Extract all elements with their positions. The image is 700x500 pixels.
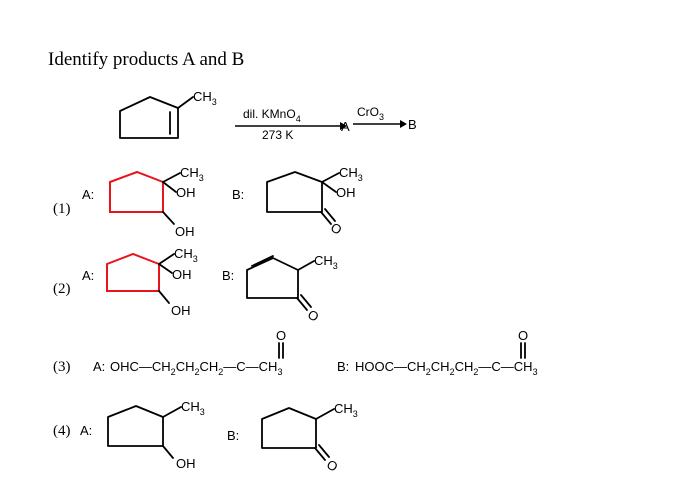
reagent-temperature: 273 K [262, 128, 293, 142]
option-3-a-ketone-o: O [276, 328, 286, 343]
option-3-b-formula: HOOC—CH2CH2CH2—C—CH3 [355, 359, 538, 377]
reagent-kmno4: dil. KMnO4 [243, 107, 301, 124]
reaction-arrow-1: dil. KMnO4 273 K [235, 107, 347, 142]
option-4[interactable]: (4) A: CH3 OH B: CH3 O [53, 399, 358, 475]
option-1-a-ch3: CH3 [180, 165, 204, 183]
reaction-arrow-2: CrO3 [353, 105, 407, 128]
option-label-a: A: [82, 268, 94, 283]
option-2-b-ketone-o: O [305, 307, 321, 325]
option-label-b: B: [222, 268, 234, 283]
option-2-a-ch3: CH3 [174, 246, 198, 264]
reactant-1-methylcyclopentene: CH3 [119, 89, 217, 139]
option-number: (3) [53, 359, 71, 375]
option-label-b: B: [227, 428, 239, 443]
option-4-b-ring [261, 407, 317, 449]
option-label-b: B: [337, 359, 349, 374]
option-1-b-ch3: CH3 [339, 165, 363, 183]
product-b-label: B [408, 117, 417, 132]
reagent-cro3: CrO3 [357, 105, 384, 122]
option-1[interactable]: (1) A: CH3 OH OH B: CH3 OH O [53, 165, 363, 239]
option-number: (4) [53, 423, 71, 439]
option-label-a: A: [80, 423, 92, 438]
intermediate-a-label: A [341, 119, 350, 134]
option-2-b-ch3: CH3 [314, 253, 338, 271]
option-1-a-oh-top: OH [176, 185, 196, 200]
option-4-b-ketone-o: O [324, 457, 340, 475]
option-4-b-ch3: CH3 [334, 401, 358, 419]
option-1-a-ring [109, 170, 164, 213]
cyclopentene-ring [119, 96, 179, 139]
option-4-a-ring [107, 405, 164, 447]
option-2-a-oh-top: OH [172, 267, 192, 282]
methyl-bond [177, 96, 194, 109]
reactant-ch3-label: CH3 [193, 89, 217, 107]
option-label-a: A: [82, 187, 94, 202]
option-number: (2) [53, 281, 71, 297]
option-1-b-oh: OH [336, 185, 356, 200]
option-2[interactable]: (2) A: CH3 OH OH B: CH3 O [53, 246, 338, 325]
option-1-a-oh-bottom: OH [175, 224, 195, 239]
option-1-b-ring [266, 171, 323, 213]
option-label-a: A: [93, 359, 105, 374]
option-3[interactable]: (3) A: OHC—CH2CH2CH2—C—CH3 O B: HOOC—CH2… [53, 328, 538, 377]
question-title: Identify products A and B [48, 49, 244, 70]
option-2-b-ring [246, 257, 299, 299]
option-label-b: B: [232, 187, 244, 202]
option-2-a-oh-bottom: OH [171, 303, 191, 318]
option-4-a-oh: OH [176, 456, 196, 471]
option-3-a-formula: OHC—CH2CH2CH2—C—CH3 [110, 359, 282, 377]
option-2-a-ring [106, 252, 160, 292]
option-number: (1) [53, 201, 71, 217]
option-3-b-ketone-o: O [518, 328, 528, 343]
option-2-b-double-bond [251, 255, 274, 267]
option-4-a-ch3: CH3 [181, 399, 205, 417]
